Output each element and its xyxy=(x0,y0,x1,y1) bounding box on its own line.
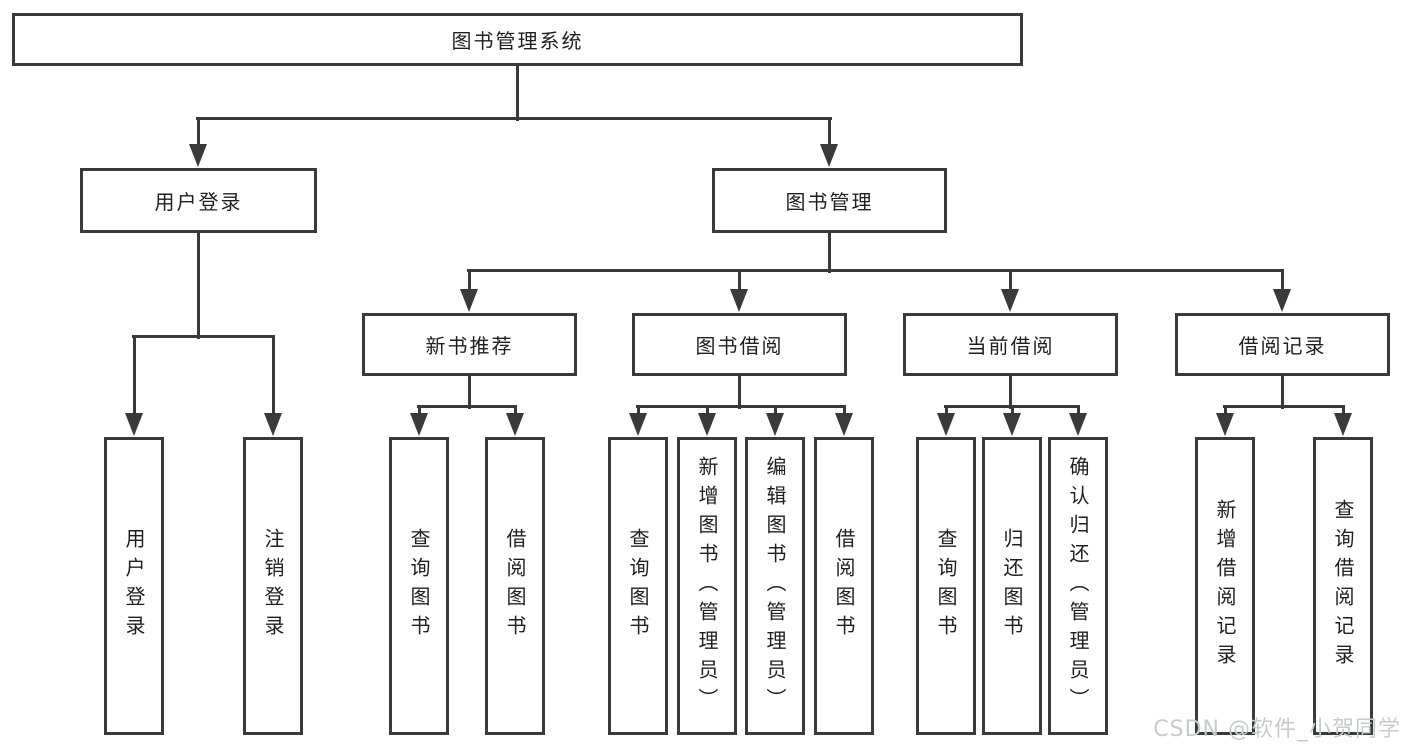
connector-vline xyxy=(514,406,517,416)
connector-vline xyxy=(468,270,471,292)
connector-hline xyxy=(417,405,517,408)
connector-vline xyxy=(1009,270,1012,292)
leaf-borrow-add-book: 新增图书（管理员） xyxy=(677,437,737,735)
leaf-current-confirm-return-label: 确认归还（管理员） xyxy=(1066,455,1090,717)
connector-vline xyxy=(774,406,777,416)
leaf-logout: 注销登录 xyxy=(243,437,303,735)
connector-vline xyxy=(1077,406,1080,416)
connector-vline xyxy=(1011,406,1014,416)
connector-hline xyxy=(944,405,1080,408)
leaf-user-login: 用户登录 xyxy=(104,437,164,735)
arrowhead-down-icon xyxy=(730,289,748,312)
connector-vline xyxy=(197,233,200,339)
connector-vline xyxy=(197,118,200,148)
node-current-borrow: 当前借阅 xyxy=(903,313,1118,376)
connector-vline xyxy=(738,376,741,409)
arrowhead-down-icon xyxy=(506,413,524,436)
connector-vline xyxy=(1342,406,1345,416)
connector-hline xyxy=(132,335,275,338)
leaf-logout-label: 注销登录 xyxy=(261,528,285,644)
leaf-newbook-borrow-label: 借阅图书 xyxy=(503,528,527,644)
connector-vline xyxy=(828,233,831,273)
arrowhead-down-icon xyxy=(629,413,647,436)
node-book-borrow: 图书借阅 xyxy=(632,313,847,376)
connector-vline xyxy=(133,336,136,416)
arrowhead-down-icon xyxy=(835,413,853,436)
arrowhead-down-icon xyxy=(1003,413,1021,436)
arrowhead-down-icon xyxy=(1216,413,1234,436)
arrowhead-down-icon xyxy=(937,413,955,436)
leaf-current-return-label: 归还图书 xyxy=(1000,528,1024,644)
connector-hline xyxy=(1223,405,1345,408)
node-root: 图书管理系统 xyxy=(12,13,1023,66)
arrowhead-down-icon xyxy=(1001,289,1019,312)
leaf-current-query: 查询图书 xyxy=(916,437,976,735)
arrowhead-down-icon xyxy=(766,413,784,436)
arrowhead-down-icon xyxy=(410,413,428,436)
leaf-borrow-borrow-book: 借阅图书 xyxy=(814,437,874,735)
arrowhead-down-icon xyxy=(1069,413,1087,436)
node-new-book-recommend: 新书推荐 xyxy=(362,313,577,376)
arrowhead-down-icon xyxy=(264,413,282,436)
leaf-borrow-query: 查询图书 xyxy=(608,437,668,735)
connector-vline xyxy=(828,118,831,148)
leaf-borrow-query-label: 查询图书 xyxy=(626,528,650,644)
leaf-user-login-label: 用户登录 xyxy=(122,528,146,644)
connector-vline xyxy=(637,406,640,416)
connector-hline xyxy=(196,117,832,120)
leaf-borrow-add-book-label: 新增图书（管理员） xyxy=(695,455,719,717)
leaf-borrow-edit-book: 编辑图书（管理员） xyxy=(745,437,805,735)
connector-vline xyxy=(1281,376,1284,409)
leaf-borrow-edit-book-label: 编辑图书（管理员） xyxy=(763,455,787,717)
csdn-watermark: CSDN @软件_小贺同学 xyxy=(1153,717,1401,742)
leaf-record-query: 查询借阅记录 xyxy=(1313,437,1373,735)
leaf-newbook-query: 查询图书 xyxy=(389,437,449,735)
connector-vline xyxy=(516,64,519,121)
connector-vline xyxy=(1009,376,1012,409)
connector-vline xyxy=(945,406,948,416)
connector-vline xyxy=(418,406,421,416)
arrowhead-down-icon xyxy=(125,413,143,436)
connector-vline xyxy=(1281,270,1284,292)
leaf-current-query-label: 查询图书 xyxy=(934,528,958,644)
node-book-management: 图书管理 xyxy=(712,168,947,233)
connector-vline xyxy=(1224,406,1227,416)
node-user-login: 用户登录 xyxy=(80,168,317,233)
connector-vline xyxy=(706,406,709,416)
node-borrow-records: 借阅记录 xyxy=(1175,313,1390,376)
arrowhead-down-icon xyxy=(1273,289,1291,312)
leaf-current-return: 归还图书 xyxy=(982,437,1042,735)
leaf-record-add: 新增借阅记录 xyxy=(1195,437,1255,735)
connector-vline xyxy=(843,406,846,416)
leaf-newbook-query-label: 查询图书 xyxy=(407,528,431,644)
connector-vline xyxy=(272,336,275,416)
connector-hline xyxy=(636,405,846,408)
leaf-current-confirm-return: 确认归还（管理员） xyxy=(1048,437,1108,735)
leaf-record-add-label: 新增借阅记录 xyxy=(1213,499,1237,673)
connector-vline xyxy=(468,376,471,409)
connector-hline xyxy=(467,269,1284,272)
leaf-record-query-label: 查询借阅记录 xyxy=(1331,499,1355,673)
leaf-newbook-borrow: 借阅图书 xyxy=(485,437,545,735)
leaf-borrow-borrow-book-label: 借阅图书 xyxy=(832,528,856,644)
connector-vline xyxy=(738,270,741,292)
arrowhead-down-icon xyxy=(460,289,478,312)
arrowhead-down-icon xyxy=(189,144,207,167)
arrowhead-down-icon xyxy=(698,413,716,436)
arrowhead-down-icon xyxy=(1334,413,1352,436)
arrowhead-down-icon xyxy=(820,144,838,167)
